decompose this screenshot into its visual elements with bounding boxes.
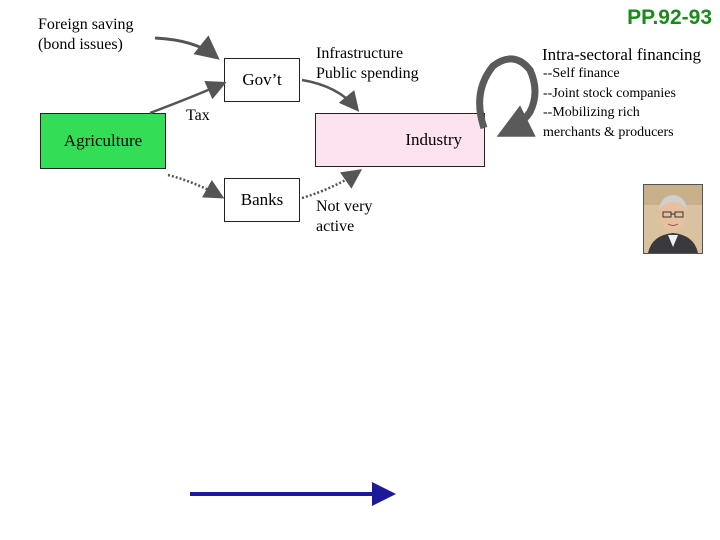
foreign-saving-line-2: (bond issues)	[38, 36, 123, 53]
industry-label: Industry	[405, 130, 462, 149]
industry-box: Industry	[315, 113, 485, 167]
infrastructure-line-1: Infrastructure	[316, 45, 404, 62]
banks-box: Banks	[224, 178, 300, 222]
infrastructure-line-2: Public spending	[316, 65, 419, 82]
agriculture-label: Agriculture	[63, 131, 143, 150]
govt-box: Gov’t	[224, 58, 300, 102]
foreign-saving-label: Foreign saving (bond issues)	[38, 15, 134, 55]
intra-item-3: --Mobilizing rich	[543, 105, 640, 120]
banks-label: Banks	[240, 190, 284, 209]
tax-label: Tax	[186, 107, 210, 124]
foreign-saving-line-1: Foreign saving	[38, 16, 134, 33]
arrow-govt-to-industry	[301, 78, 360, 112]
not-very-active-line-1: Not very	[316, 198, 373, 215]
not-very-active-line-2: active	[316, 218, 355, 235]
intra-sectoral-title: Intra-sectoral financing	[542, 45, 702, 64]
intra-item-1: --Self finance	[543, 66, 620, 81]
arrow-banks-to-industry	[301, 169, 363, 200]
not-very-active-label: Not very active	[316, 197, 372, 237]
intra-sectoral-list: --Self finance --Joint stock companies -…	[543, 64, 676, 142]
arrow-foreign-to-govt	[154, 35, 220, 60]
page-reference: PP.92-93	[627, 6, 712, 29]
intra-item-4: merchants & producers	[543, 124, 674, 140]
arrow-agriculture-to-banks	[167, 173, 225, 199]
govt-label: Gov’t	[242, 70, 282, 89]
arrow-agriculture-to-govt	[149, 80, 227, 115]
portrait-photo	[643, 184, 703, 254]
infrastructure-label: Infrastructure Public spending	[316, 44, 419, 84]
portrait-image	[644, 185, 702, 253]
arrow-industry-self-loop	[476, 55, 539, 137]
agriculture-box: Agriculture	[40, 113, 166, 169]
intra-item-2: --Joint stock companies	[543, 85, 676, 101]
